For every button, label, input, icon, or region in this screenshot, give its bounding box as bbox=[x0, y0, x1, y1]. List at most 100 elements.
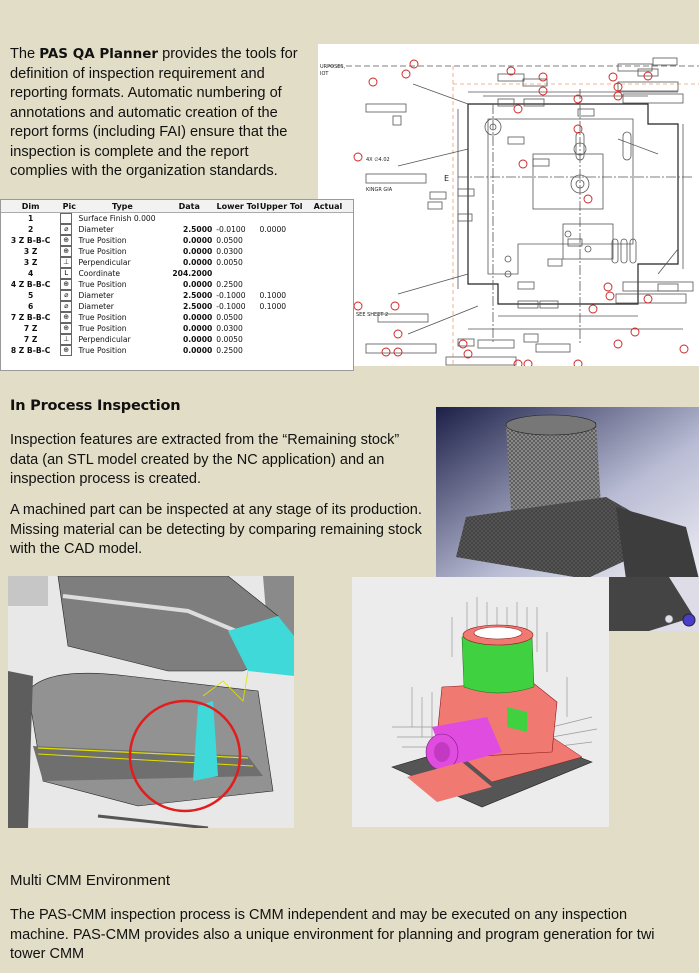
cell-data: 2.5000 bbox=[182, 302, 213, 311]
cell-type: Coordinate bbox=[78, 269, 121, 278]
paragraph-multi-cmm: The PAS-CMM inspection process is CMM in… bbox=[10, 906, 699, 965]
cell-type: Diameter bbox=[78, 225, 114, 234]
cell-lower-tol: 0.0300 bbox=[216, 324, 243, 333]
col-data[interactable]: Data bbox=[166, 200, 217, 213]
cell-data: 0.0000 bbox=[182, 247, 213, 256]
cell-dim: 6 bbox=[27, 302, 34, 311]
cell-lower-tol: 0.2500 bbox=[216, 280, 243, 289]
cell-dim: 8 Z B-B-C bbox=[10, 346, 51, 355]
cell-lower-tol: -0.1000 bbox=[216, 291, 246, 300]
inspection-table-panel: Dim Pic Type Data Lower Tol Upper Tol Ac… bbox=[0, 199, 354, 371]
col-pic[interactable]: Pic bbox=[60, 200, 79, 213]
cell-pic: L bbox=[60, 268, 78, 279]
product-name: PAS QA Planner bbox=[39, 46, 159, 62]
cell-actual bbox=[303, 301, 353, 312]
intro-paragraph: The PAS QA Planner provides the tools fo… bbox=[10, 46, 298, 179]
cell-actual bbox=[303, 345, 353, 356]
cell-dim: 3 Z bbox=[23, 258, 38, 267]
cell-dim: 4 bbox=[27, 269, 34, 278]
cell-lower-tol bbox=[216, 213, 259, 225]
cell-dim: 3 Z B-B-C bbox=[10, 236, 51, 245]
cell-actual bbox=[303, 323, 353, 334]
cell-actual bbox=[303, 334, 353, 345]
cell-actual bbox=[303, 246, 353, 257]
cell-actual bbox=[303, 279, 353, 290]
cell-data: 204.2000 bbox=[172, 269, 213, 278]
tolerance-symbol-icon: ⌀ bbox=[60, 290, 73, 301]
cell-pic: ⌀ bbox=[60, 224, 78, 235]
col-dim[interactable]: Dim bbox=[1, 200, 61, 213]
table-header-row: Dim Pic Type Data Lower Tol Upper Tol Ac… bbox=[1, 200, 353, 213]
cell-data: 0.0000 bbox=[182, 346, 213, 355]
cell-pic: ⊕ bbox=[60, 246, 78, 257]
col-actual[interactable]: Actual bbox=[302, 200, 353, 213]
col-upper-tol[interactable]: Upper Tol bbox=[259, 200, 303, 213]
table-row[interactable]: 1 Surface Finish 0.000 bbox=[1, 213, 353, 225]
cell-actual bbox=[303, 224, 353, 235]
cell-data: 0.0000 bbox=[182, 258, 213, 267]
cmm-probe-model-image bbox=[352, 577, 609, 827]
tolerance-symbol-icon: ⊕ bbox=[60, 246, 73, 257]
cell-type: Diameter bbox=[78, 302, 114, 311]
drawing-label-not: IOT bbox=[320, 71, 329, 77]
drawing-svg: URPOSES, IOT SEE SHEET 2 4X ∅4.02 KINGR … bbox=[320, 57, 699, 366]
cell-type: True Position bbox=[78, 236, 127, 245]
cell-lower-tol: 0.0500 bbox=[216, 313, 243, 322]
cell-upper-tol bbox=[260, 345, 303, 356]
table-row[interactable]: 4 L Coordinate 204.2000 bbox=[1, 268, 353, 279]
cell-pic: ⊕ bbox=[60, 312, 78, 323]
cell-dim: 1 bbox=[27, 214, 34, 223]
missing-material-image bbox=[8, 576, 294, 828]
cell-upper-tol bbox=[260, 323, 303, 334]
cell-type: True Position bbox=[78, 247, 127, 256]
remaining-stock-image bbox=[436, 407, 699, 579]
tolerance-symbol-icon: ⊕ bbox=[60, 235, 73, 246]
col-type[interactable]: Type bbox=[78, 200, 167, 213]
cell-upper-tol: 0.0000 bbox=[259, 225, 287, 234]
cell-upper-tol bbox=[260, 235, 303, 246]
stock-image-corner bbox=[609, 577, 699, 631]
cell-data: 0.0000 bbox=[182, 324, 213, 333]
paragraph-line-1: The PAS-CMM inspection process is CMM in… bbox=[10, 907, 628, 923]
cell-lower-tol: -0.1000 bbox=[216, 302, 246, 311]
section-title-multi-cmm: Multi CMM Environment bbox=[10, 872, 171, 889]
drawing-label-kingr: KINGR GIA bbox=[366, 187, 393, 193]
tolerance-symbol-icon: ⊕ bbox=[60, 279, 73, 290]
cell-actual bbox=[303, 312, 353, 323]
cell-upper-tol bbox=[260, 312, 303, 323]
tolerance-symbol-icon: ⊕ bbox=[60, 323, 73, 334]
cell-type: Surface Finish 0.000 bbox=[78, 214, 156, 223]
col-lower-tol[interactable]: Lower Tol bbox=[216, 200, 260, 213]
engineering-drawing: URPOSES, IOT SEE SHEET 2 4X ∅4.02 KINGR … bbox=[318, 44, 699, 366]
cell-pic: ⌀ bbox=[60, 290, 78, 301]
cell-upper-tol bbox=[260, 268, 303, 279]
drawing-label-e: E bbox=[444, 174, 449, 183]
cell-pic: ⊕ bbox=[60, 345, 78, 356]
cell-type: True Position bbox=[78, 346, 127, 355]
cell-pic: ⊕ bbox=[60, 323, 78, 334]
drawing-label-see-sheet: SEE SHEET 2 bbox=[356, 312, 388, 318]
paragraph-line-3: tower CMM bbox=[10, 946, 85, 962]
cell-data: 0.0000 bbox=[182, 236, 213, 245]
cell-upper-tol bbox=[260, 334, 303, 345]
cell-pic: ⊕ bbox=[60, 235, 78, 246]
cell-lower-tol: 0.0500 bbox=[216, 236, 243, 245]
tolerance-symbol-icon: ⊥ bbox=[60, 257, 73, 268]
cell-type: Perpendicular bbox=[78, 335, 131, 344]
cell-dim: 7 Z bbox=[23, 335, 38, 344]
tolerance-symbol-icon: L bbox=[60, 268, 73, 279]
cell-type: Perpendicular bbox=[78, 258, 131, 267]
cell-lower-tol: 0.2500 bbox=[216, 346, 243, 355]
